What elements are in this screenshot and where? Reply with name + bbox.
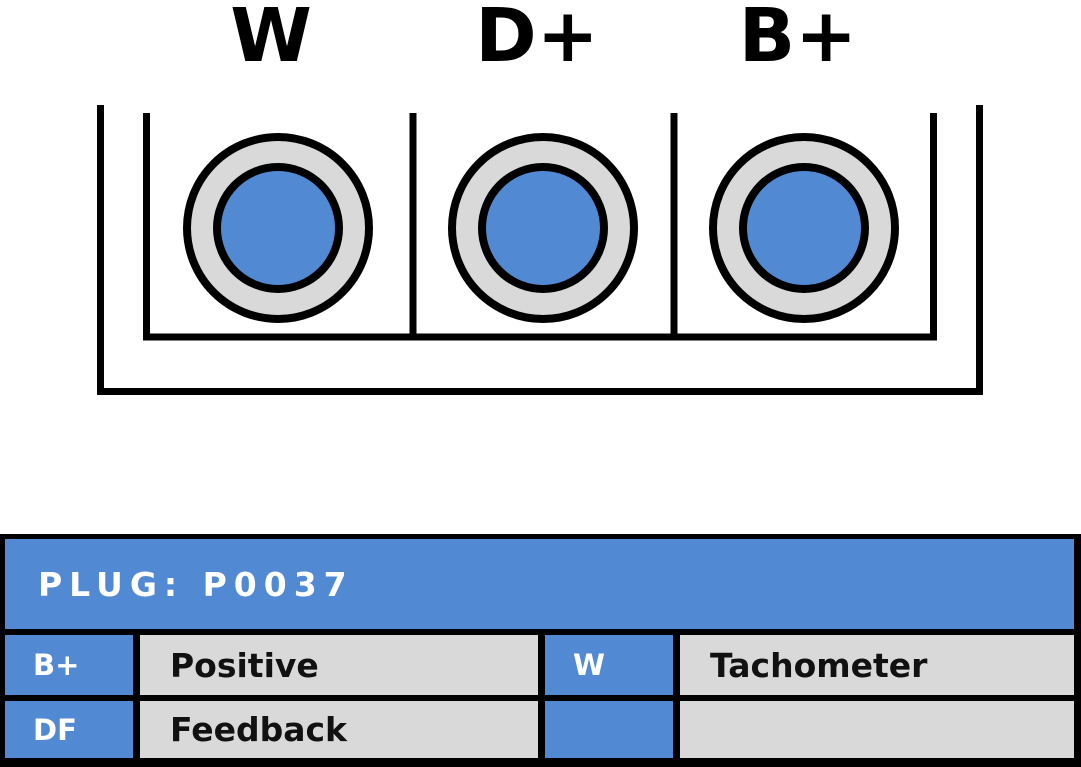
terminal-code-cell: W	[545, 635, 673, 695]
plug-info-table: PLUG: P0037 B+ Positive W Tachometer DF …	[0, 534, 1081, 767]
connector-inner-outline	[143, 113, 937, 341]
terminal-dplus-pin	[478, 163, 608, 293]
terminal-w-pin	[213, 163, 343, 293]
terminal-desc-cell-empty	[680, 701, 1074, 758]
terminal-desc-cell: Tachometer	[680, 635, 1074, 695]
terminal-w	[183, 133, 373, 323]
terminal-desc-cell: Positive	[140, 635, 538, 695]
terminal-bplus	[709, 133, 899, 323]
connector-svg	[97, 105, 983, 395]
terminal-code-cell: B+	[5, 635, 133, 695]
terminal-label-dplus: D+	[475, 0, 599, 79]
terminal-code-cell-empty	[545, 701, 673, 758]
connector-outer-outline	[97, 105, 983, 395]
terminal-code-cell: DF	[5, 701, 133, 758]
terminal-bplus-pin	[739, 163, 869, 293]
terminal-dplus	[448, 133, 638, 323]
plug-table-title: PLUG: P0037	[5, 539, 1074, 629]
terminal-desc-cell: Feedback	[140, 701, 538, 758]
terminal-label-bplus: B+	[738, 0, 858, 79]
terminal-label-w: W	[230, 0, 312, 79]
connector-drawing: W D+ B+	[97, 0, 983, 395]
